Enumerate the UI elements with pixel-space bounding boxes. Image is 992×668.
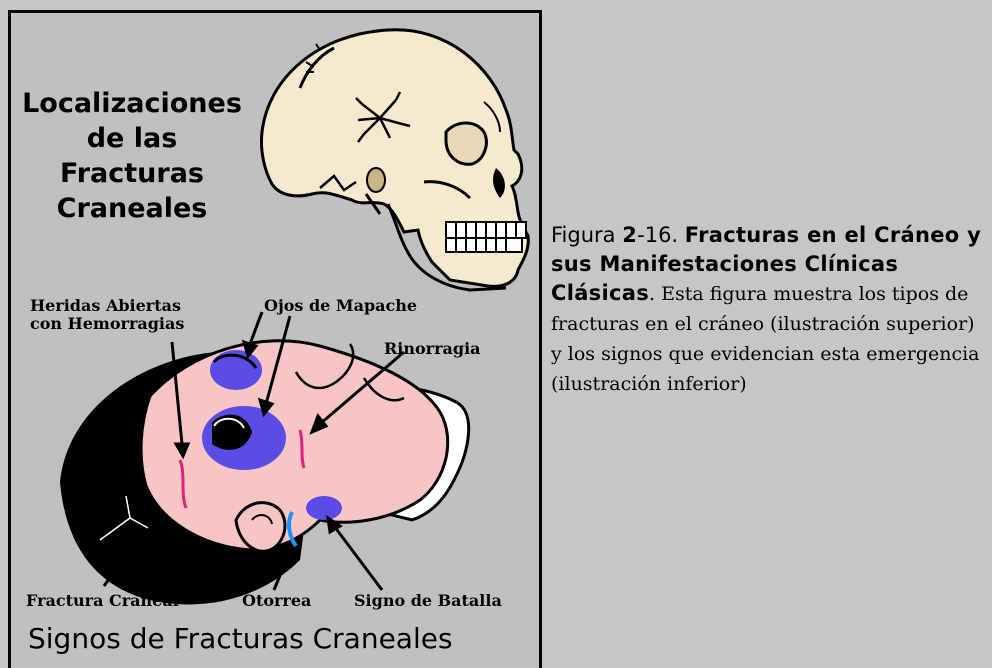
label-line: Heridas Abiertas	[30, 297, 184, 315]
label-line: con Hemorragias	[30, 315, 184, 333]
skull-fracture-signs-title: Signos de Fracturas Craneales	[28, 622, 518, 655]
teeth	[446, 222, 526, 252]
caption-figure-number: 2	[622, 223, 637, 247]
top-title-line: Craneales	[22, 191, 242, 226]
top-title-line: de las	[22, 121, 242, 156]
label-raccoon-eyes: Ojos de Mapache	[264, 297, 417, 315]
label-open-wounds: Heridas Abiertas con Hemorragias	[30, 297, 184, 333]
caption-figure-suffix: -16.	[637, 223, 685, 247]
top-title-line: Localizaciones	[22, 86, 242, 121]
skull-illustration	[261, 30, 528, 290]
caption-period: .	[649, 283, 661, 305]
caption-figure-word: Figura	[551, 223, 622, 247]
skull-fracture-locations-title: Localizaciones de las Fracturas Craneale…	[22, 86, 242, 226]
label-battle-sign: Signo de Batalla	[354, 592, 502, 610]
top-title-line: Fracturas	[22, 156, 242, 191]
label-otorrhea: Otorrea	[242, 592, 311, 610]
head-illustration	[60, 341, 469, 605]
label-rhinorrhea: Rinorragia	[384, 340, 481, 358]
figure-caption: Figura 2-16. Fracturas en el Cráneo y su…	[551, 221, 991, 399]
label-skull-fracture: Fractura Craneal	[26, 592, 179, 610]
